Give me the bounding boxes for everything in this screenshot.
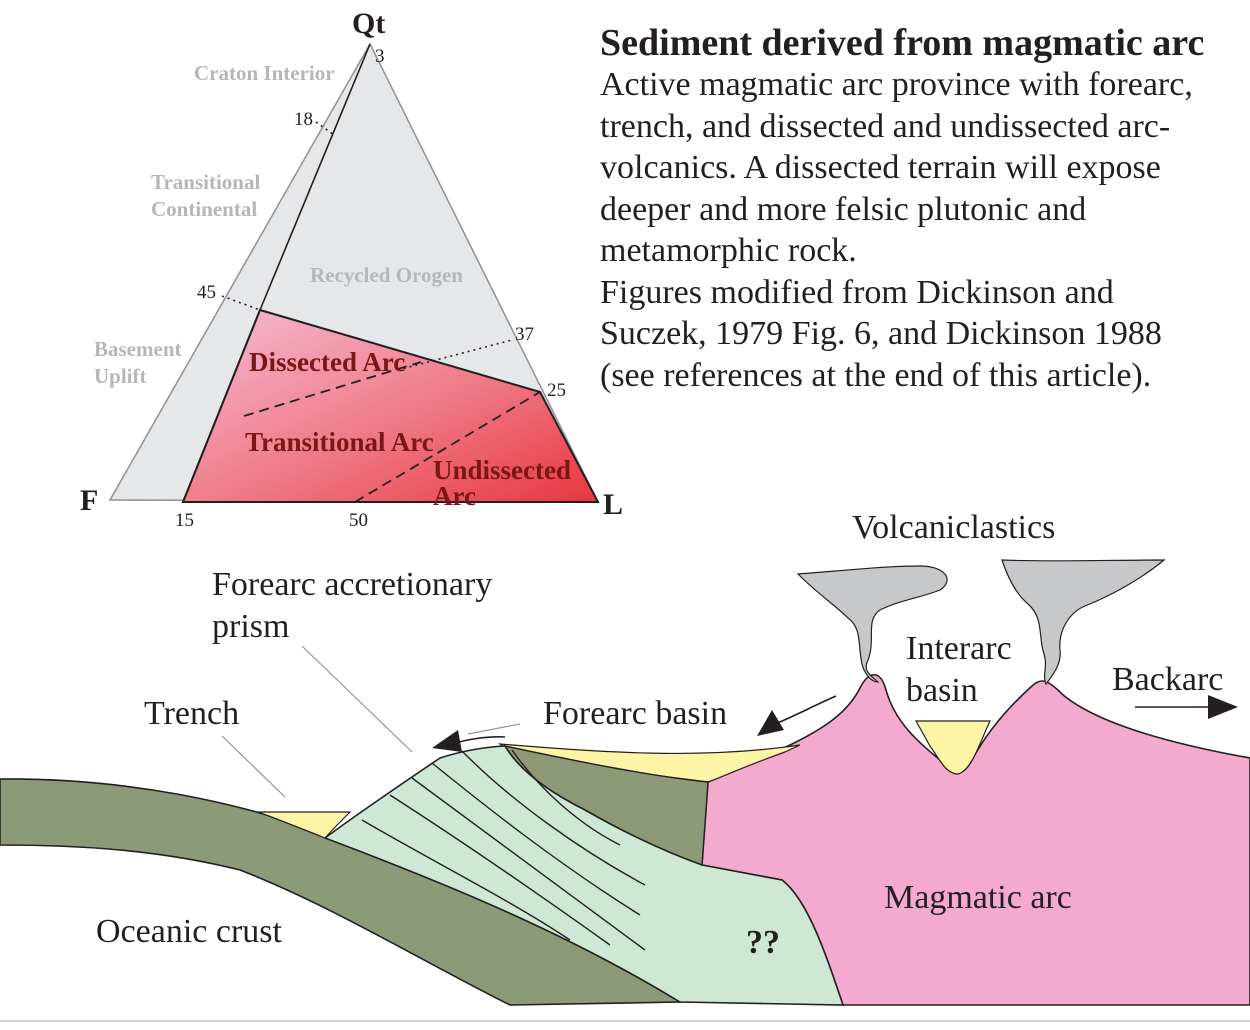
tick-15: 15 [175,510,194,531]
label-transitional-arc: Transitional Arc [245,427,434,457]
dotted-45 [221,295,261,311]
leader-forearc-basin [467,723,521,735]
label-forearc-prism-2: prism [212,608,289,645]
vertex-qt: Qt [352,7,385,40]
dotted-18 [315,121,335,136]
label-dissected-arc: Dissected Arc [249,347,405,377]
label-transitional-continental-2: Continental [151,197,257,221]
tick-3: 3 [375,46,385,67]
label-backarc: Backarc [1112,661,1223,698]
arrow-prism-head [432,730,462,752]
arrow-forearc [774,695,837,725]
description-title: Sediment derived from magmatic arc [600,22,1205,64]
label-magmatic-arc: Magmatic arc [884,879,1072,916]
ash-plume-right [1001,559,1166,686]
label-oceanic-crust: Oceanic crust [96,913,283,950]
arc-left-boundary [182,309,261,503]
cross-section: Volcaniclastics Forearc accretionary pri… [0,509,1250,1006]
label-undissected-arc-2: Arc [433,481,476,511]
label-transitional-continental-1: Transitional [151,170,260,194]
label-undissected-arc-1: Undissected [433,455,571,485]
label-trench: Trench [144,695,239,732]
label-basement-uplift-1: Basement [94,337,182,361]
description-body: Active magmatic arc province with forear… [600,66,1193,394]
tick-50: 50 [349,510,368,531]
label-forearc-basin: Forearc basin [543,695,727,732]
leader-prism [301,645,413,753]
tick-18: 18 [294,109,313,130]
arrow-forearc-head [757,710,784,736]
tick-45: 45 [197,282,216,303]
interarc-basin-fill [914,720,991,775]
label-recycled-orogen: Recycled Orogen [310,263,463,287]
arrow-backarc-head [1208,695,1238,719]
label-craton-interior: Craton Interior [194,61,335,85]
label-volcaniclastics: Volcaniclastics [852,509,1055,546]
label-forearc-prism-1: Forearc accretionary [212,566,492,603]
leader-trench [221,735,286,798]
label-interarc-basin-2: basin [906,672,978,709]
trench-sediment [257,811,352,839]
dashed-transitional-undissected [354,391,541,503]
accretionary-prism [323,745,845,1006]
dotted-37 [397,339,513,371]
craton-boundary [259,43,371,311]
tick-25: 25 [547,380,566,401]
ternary-diagram: Qt F L 3 18 45 37 25 15 50 Craton Interi… [80,7,623,531]
vertex-l: L [603,488,623,521]
label-interarc-basin-1: Interarc [906,630,1012,667]
prism-thrust-faults [361,749,646,951]
ash-plume-left [796,565,948,683]
description-block: Sediment derived from magmatic arc Activ… [600,22,1250,396]
label-unknown: ?? [746,924,780,961]
tick-37: 37 [515,324,534,345]
vertex-f: F [80,484,98,517]
label-basement-uplift-2: Uplift [94,364,147,388]
